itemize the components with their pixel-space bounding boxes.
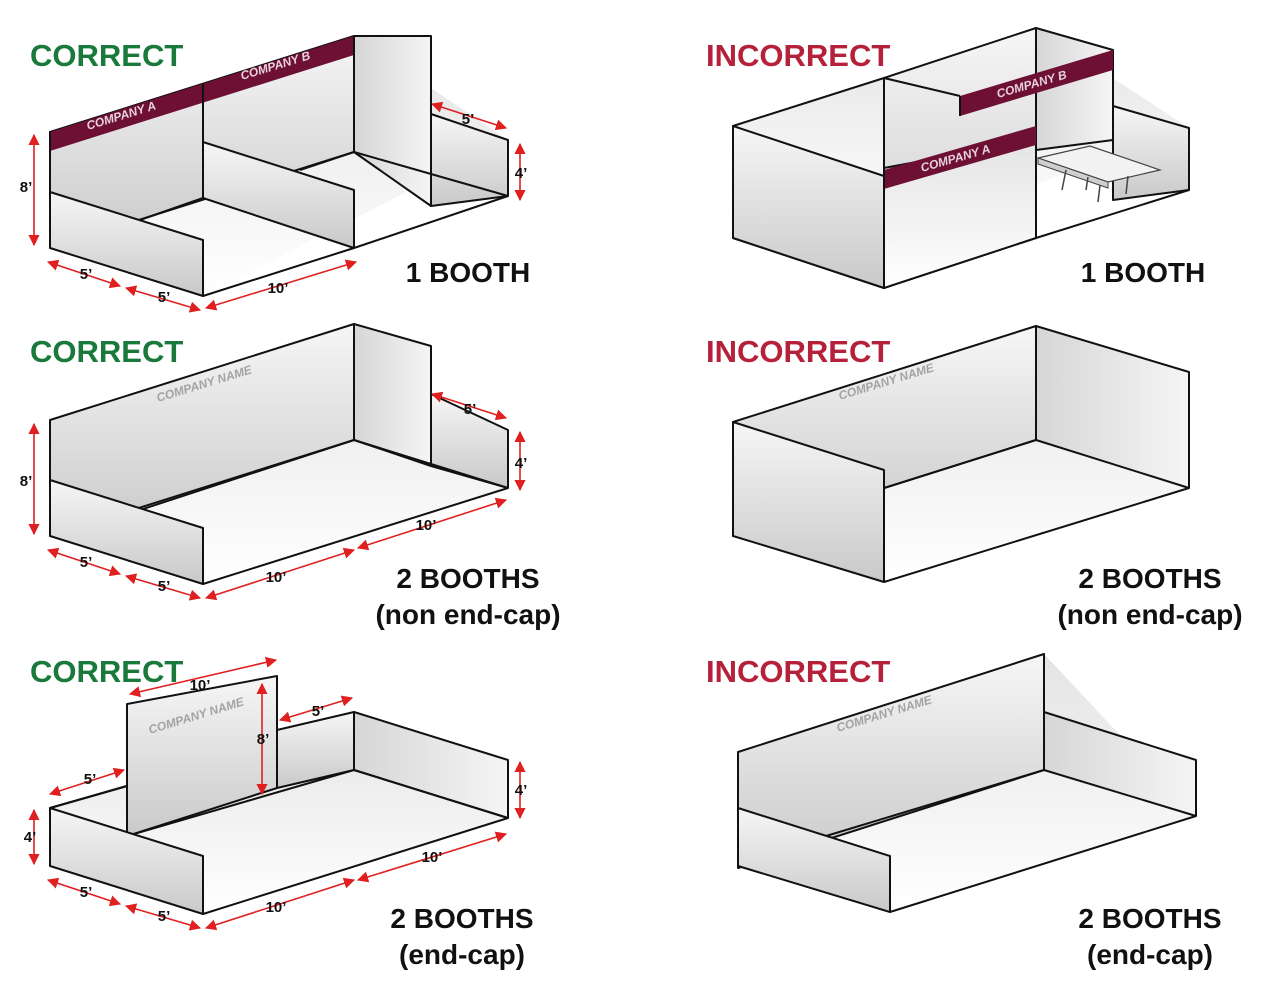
dim-left-offset: 5’	[84, 771, 97, 788]
correct-heading: CORRECT	[30, 334, 183, 369]
incorrect-heading: INCORRECT	[706, 654, 890, 689]
dim-rear-step-height: 4’	[515, 455, 528, 472]
dim-line	[204, 547, 356, 601]
dim-front-width-a: 10’	[266, 899, 287, 916]
caption-2-booths: 2 BOOTHS	[1078, 903, 1221, 934]
dim-rear-step-height: 4’	[515, 165, 528, 182]
dim-back-wall-height: 8’	[20, 473, 33, 490]
dim-line	[46, 259, 122, 289]
row2-correct-booth	[49, 323, 509, 585]
dim-line	[48, 767, 126, 797]
caption-end-cap: (end-cap)	[1087, 939, 1213, 970]
dim-front-width-b: 10’	[416, 517, 437, 534]
caption-1-booth: 1 BOOTH	[1081, 257, 1205, 288]
dim-line	[430, 391, 508, 421]
row1-correct-booth	[49, 35, 509, 297]
dim-rear-step-depth: 5’	[462, 111, 475, 128]
dim-line	[204, 877, 356, 931]
correct-heading: CORRECT	[30, 38, 183, 73]
caption-end-cap: (end-cap)	[399, 939, 525, 970]
caption-2-booths: 2 BOOTHS	[1078, 563, 1221, 594]
dim-line	[204, 259, 358, 311]
caption-non-end-cap: (non end-cap)	[375, 599, 560, 630]
dim-line	[124, 285, 202, 313]
dim-line	[356, 497, 508, 551]
dim-back-wall-height: 8’	[20, 179, 33, 196]
dim-panel-height: 8’	[257, 731, 270, 748]
dim-line	[124, 573, 202, 601]
dim-front-width-b: 10’	[422, 849, 443, 866]
caption-2-booths: 2 BOOTHS	[390, 903, 533, 934]
dim-front-width: 10’	[268, 280, 289, 297]
dim-right-height: 4’	[515, 782, 528, 799]
dim-line	[278, 695, 354, 723]
dim-line	[356, 831, 508, 883]
dim-side-depth-a: 5’	[80, 884, 93, 901]
dim-side-depth-b: 5’	[158, 908, 171, 925]
correct-heading: CORRECT	[30, 654, 183, 689]
dim-left-height: 4’	[24, 829, 37, 846]
dim-side-depth-a: 5’	[80, 266, 93, 283]
dim-panel-width: 10’	[190, 677, 211, 694]
incorrect-heading: INCORRECT	[706, 334, 890, 369]
caption-non-end-cap: (non end-cap)	[1057, 599, 1242, 630]
row1-incorrect-booth	[732, 27, 1190, 289]
dim-line	[430, 101, 508, 131]
incorrect-heading: INCORRECT	[706, 38, 890, 73]
dim-rear-step-depth: 5’	[464, 401, 477, 418]
dim-panel-offset: 5’	[312, 703, 325, 720]
dim-front-width-a: 10’	[266, 569, 287, 586]
dim-side-depth-b: 5’	[158, 289, 171, 306]
row3-correct-booth	[49, 675, 509, 915]
dim-line	[128, 656, 278, 698]
caption-2-booths: 2 BOOTHS	[396, 563, 539, 594]
dim-side-depth-b: 5’	[158, 578, 171, 595]
row2-incorrect-booth	[732, 325, 1190, 583]
caption-1-booth: 1 BOOTH	[406, 257, 530, 288]
dim-line	[46, 877, 122, 907]
row3-incorrect-booth	[737, 653, 1197, 913]
dim-side-depth-a: 5’	[80, 554, 93, 571]
dim-line	[124, 903, 202, 931]
dim-line	[46, 547, 122, 577]
